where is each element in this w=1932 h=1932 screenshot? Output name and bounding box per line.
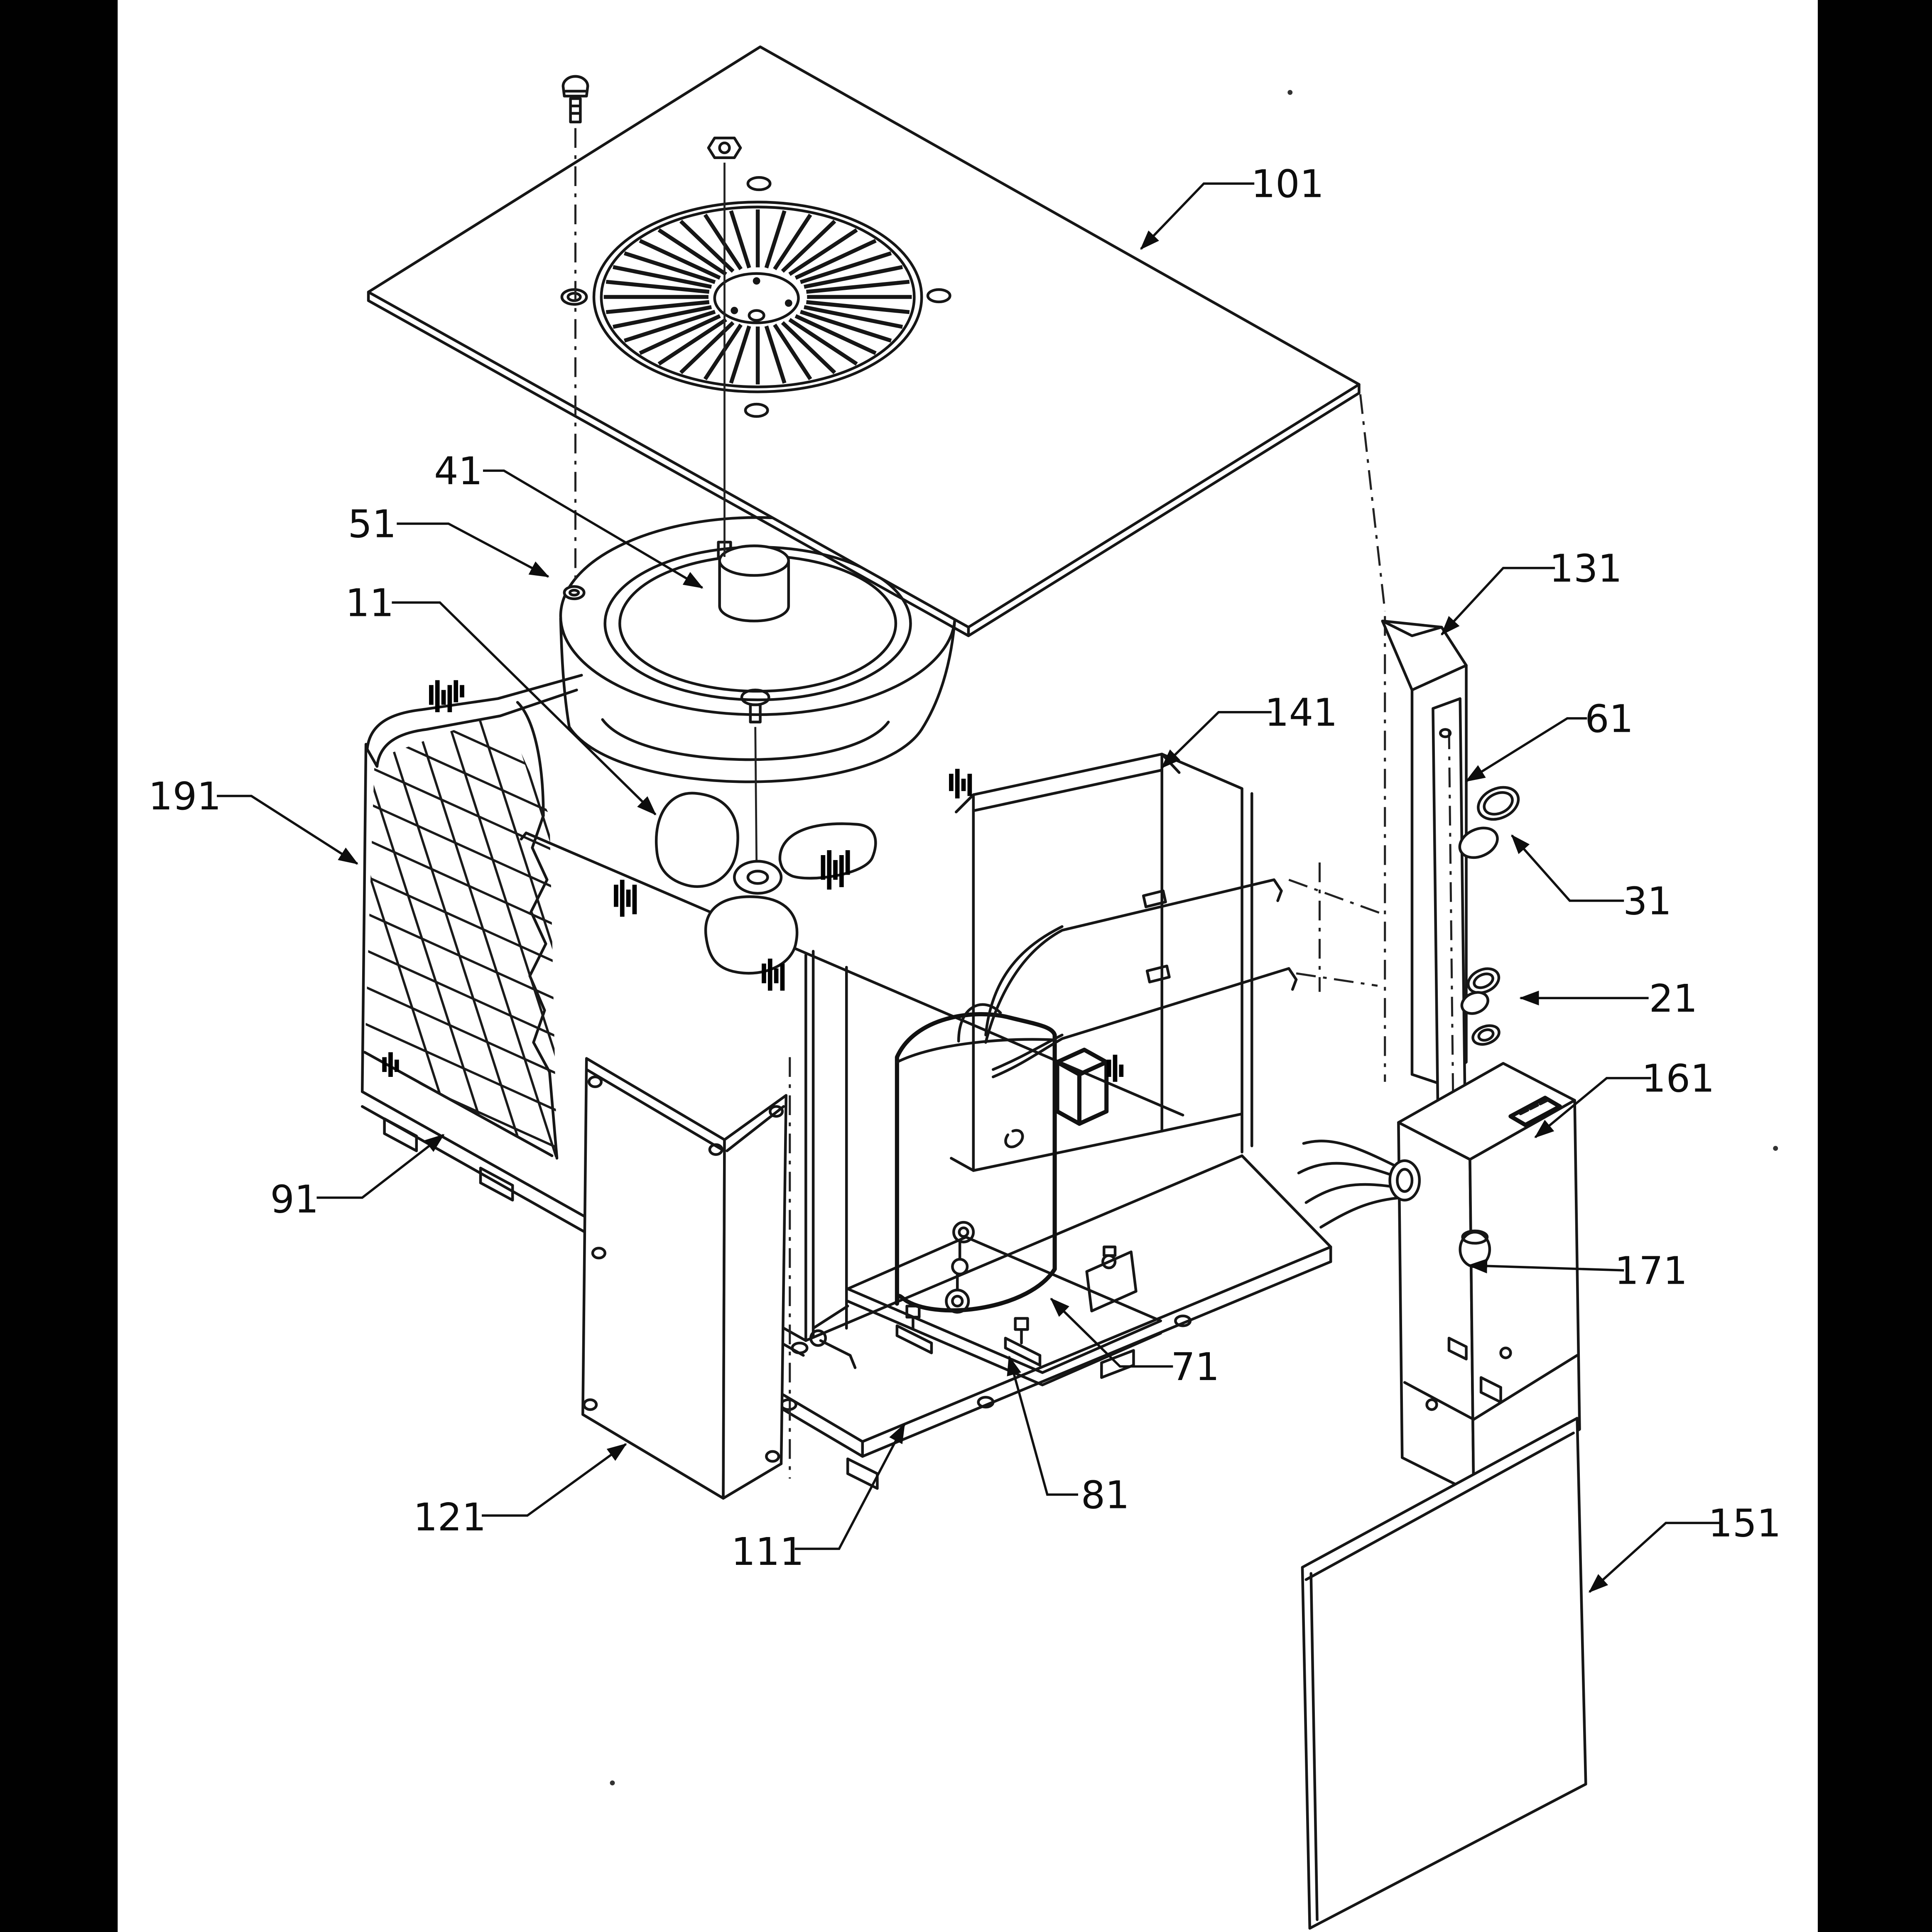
callout-leader-121 bbox=[482, 1443, 627, 1517]
hatch-marks bbox=[382, 680, 1124, 1082]
scan-artifacts bbox=[610, 90, 1778, 1785]
callout-label-171: 171 bbox=[1615, 1248, 1688, 1293]
refrigerant-tubes bbox=[984, 878, 1298, 1079]
side-corner-panel bbox=[581, 1057, 791, 1500]
callout-label-191: 191 bbox=[148, 774, 221, 819]
terminal-block bbox=[1508, 1096, 1562, 1127]
callout-leader-101 bbox=[1140, 182, 1255, 250]
callout-leader-111 bbox=[794, 1423, 906, 1550]
right-pillarbox-bar bbox=[1817, 0, 1932, 1932]
control-box-wires bbox=[1297, 1140, 1421, 1229]
callout-leader-171 bbox=[1467, 1258, 1624, 1274]
callout-leader-81 bbox=[1007, 1355, 1078, 1496]
callout-leader-131 bbox=[1441, 566, 1555, 636]
callout-label-11: 11 bbox=[346, 581, 394, 625]
fan-shroud bbox=[559, 516, 956, 783]
callout-label-91: 91 bbox=[270, 1177, 319, 1221]
callout-label-161: 161 bbox=[1642, 1057, 1715, 1101]
callout-label-121: 121 bbox=[413, 1495, 486, 1540]
callout-leader-51 bbox=[397, 522, 549, 578]
callout-label-71: 71 bbox=[1171, 1345, 1219, 1389]
callout-leader-161 bbox=[1534, 1077, 1651, 1138]
callout-leader-151 bbox=[1589, 1522, 1720, 1593]
callout-label-21: 21 bbox=[1649, 976, 1697, 1021]
callout-label-31: 31 bbox=[1623, 879, 1672, 923]
callout-leader-141 bbox=[1161, 711, 1272, 769]
callout-label-111: 111 bbox=[731, 1530, 804, 1574]
callout-leader-71 bbox=[1050, 1297, 1173, 1368]
callout-label-141: 141 bbox=[1265, 690, 1338, 735]
screw-fastener bbox=[561, 75, 589, 123]
drain-fitting bbox=[791, 1329, 857, 1369]
capacitor bbox=[1459, 1229, 1491, 1268]
callout-label-41: 41 bbox=[434, 449, 483, 493]
callout-leader-31 bbox=[1511, 834, 1624, 902]
top-panel bbox=[367, 45, 1361, 637]
projection-lines bbox=[574, 128, 1386, 1082]
compressor bbox=[895, 925, 1064, 1314]
callout-leader-191 bbox=[217, 794, 358, 865]
access-panel bbox=[1301, 1417, 1587, 1930]
compressor-mounting-bolts bbox=[895, 1246, 1138, 1367]
coil-torn-edge bbox=[528, 814, 559, 1160]
callout-label-51: 51 bbox=[348, 502, 396, 547]
callout-label-131: 131 bbox=[1550, 546, 1623, 591]
callout-leader-61 bbox=[1465, 717, 1587, 782]
callout-leader-41 bbox=[483, 469, 704, 589]
callouts: 101 41 51 11 191 91 121 111 131 141 61 31 21 161 171 71… bbox=[148, 162, 1781, 1593]
callout-label-151: 151 bbox=[1708, 1501, 1781, 1546]
control-box bbox=[1297, 1062, 1581, 1495]
fan-motor bbox=[717, 541, 790, 861]
callout-label-101: 101 bbox=[1251, 162, 1324, 206]
callout-leader-91 bbox=[316, 1134, 445, 1199]
service-valve-small bbox=[1460, 967, 1500, 1046]
callout-label-61: 61 bbox=[1585, 696, 1633, 741]
callout-label-81: 81 bbox=[1081, 1473, 1130, 1517]
callout-leader-11 bbox=[392, 601, 657, 816]
nut-fastener bbox=[707, 137, 742, 159]
junction-box bbox=[1055, 1047, 1109, 1126]
left-pillarbox-bar bbox=[0, 0, 118, 1932]
service-valve-large bbox=[1458, 786, 1520, 859]
